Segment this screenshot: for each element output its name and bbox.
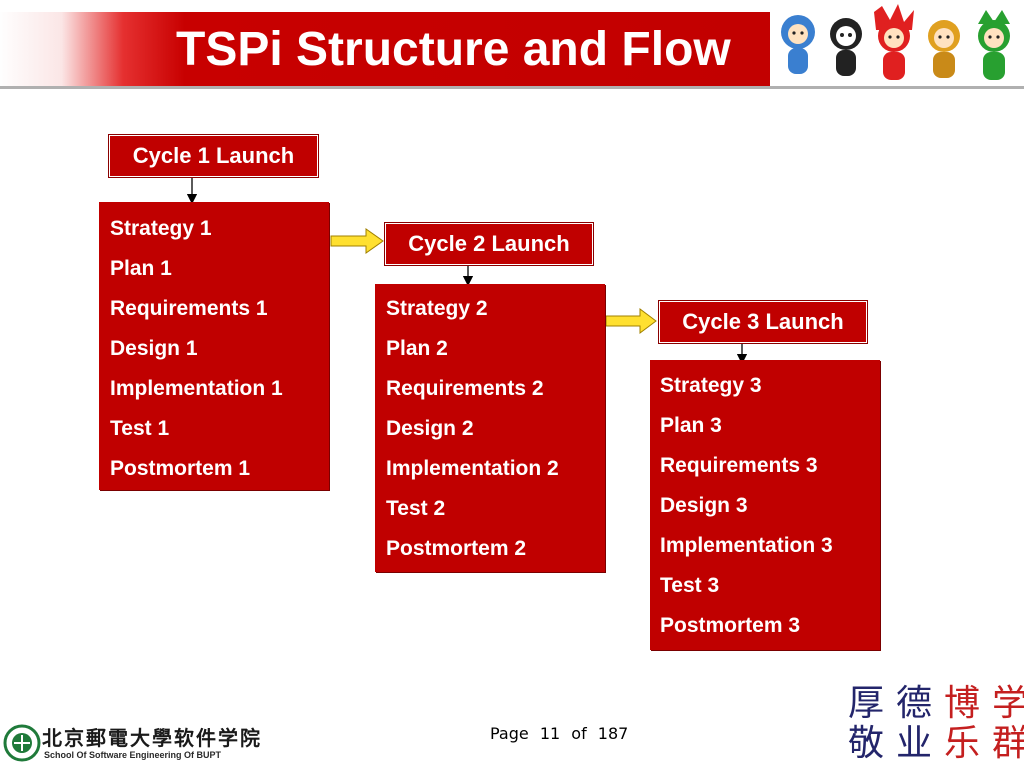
school-name-cn: 北京郵電大學软件学院 xyxy=(42,726,262,750)
motto-char: 学 xyxy=(992,683,1024,724)
mascot-nini-icon xyxy=(978,10,1010,80)
cycle-2-phases: Strategy 2 Plan 2 Requirements 2 Design … xyxy=(375,284,605,572)
phase-item: Design 1 xyxy=(110,337,198,360)
phase-item: Strategy 3 xyxy=(660,374,762,397)
page-label: Page xyxy=(490,724,529,743)
mascot-jingjing-icon xyxy=(830,18,862,76)
motto-char: 敬 xyxy=(848,723,897,764)
phase-item: Design 2 xyxy=(386,417,474,440)
school-name-en: School Of Software Engineering Of BUPT xyxy=(44,750,222,760)
phase-item: Strategy 2 xyxy=(386,297,488,320)
slide-title: TSPi Structure and Flow xyxy=(176,23,731,76)
cycle-3-launch: Cycle 3 Launch xyxy=(659,301,867,343)
phase-item: Requirements 3 xyxy=(660,454,818,477)
mascot-beibei-icon xyxy=(781,15,815,74)
phase-item: Implementation 2 xyxy=(386,457,559,480)
phase-item: Strategy 1 xyxy=(110,217,212,240)
phase-item: Plan 3 xyxy=(660,414,722,437)
motto-calligraphy: 厚德博学 敬业乐群 xyxy=(848,684,1024,768)
header-band xyxy=(0,12,770,86)
cycle-2-launch: Cycle 2 Launch xyxy=(385,223,593,265)
phase-item: Implementation 1 xyxy=(110,377,283,400)
motto-char: 乐 xyxy=(944,723,993,764)
phase-item: Plan 1 xyxy=(110,257,172,280)
motto-char: 群 xyxy=(992,723,1024,764)
phase-item: Test 3 xyxy=(660,574,720,597)
phase-item: Test 1 xyxy=(110,417,170,440)
phase-item: Design 3 xyxy=(660,494,748,517)
phase-item: Postmortem 3 xyxy=(660,614,801,637)
slide-header: TSPi Structure and Flow xyxy=(0,0,1024,92)
page-current: 11 xyxy=(539,724,561,743)
olympic-mascots-icon xyxy=(781,4,1010,80)
motto-char: 德 xyxy=(896,683,945,724)
phase-item: Plan 2 xyxy=(386,337,448,360)
header-divider xyxy=(0,86,1024,89)
motto-char: 博 xyxy=(944,683,993,724)
cycle-1-launch: Cycle 1 Launch xyxy=(109,135,318,177)
cycle-3-phases: Strategy 3 Plan 3 Requirements 3 Design … xyxy=(650,360,880,650)
bupt-logo-icon xyxy=(3,724,41,762)
mascot-huanhuan-icon xyxy=(874,4,914,80)
cycle-1-phases: Strategy 1 Plan 1 Requirements 1 Design … xyxy=(99,202,329,490)
phase-item: Implementation 3 xyxy=(660,534,833,557)
phase-item: Postmortem 2 xyxy=(386,537,527,560)
page-of-label: of xyxy=(571,724,587,743)
phase-item: Postmortem 1 xyxy=(110,457,251,480)
motto-char: 业 xyxy=(896,723,945,764)
phase-item: Requirements 1 xyxy=(110,297,268,320)
mascot-yingying-icon xyxy=(928,20,960,78)
page-indicator: Page 11 of 187 xyxy=(490,724,634,743)
page-total: 187 xyxy=(597,724,629,743)
motto-char: 厚 xyxy=(848,683,897,724)
flow-arrow-1-to-2 xyxy=(330,228,384,254)
phase-item: Requirements 2 xyxy=(386,377,544,400)
phase-item: Test 2 xyxy=(386,497,446,520)
flow-arrow-2-to-3 xyxy=(605,308,657,334)
